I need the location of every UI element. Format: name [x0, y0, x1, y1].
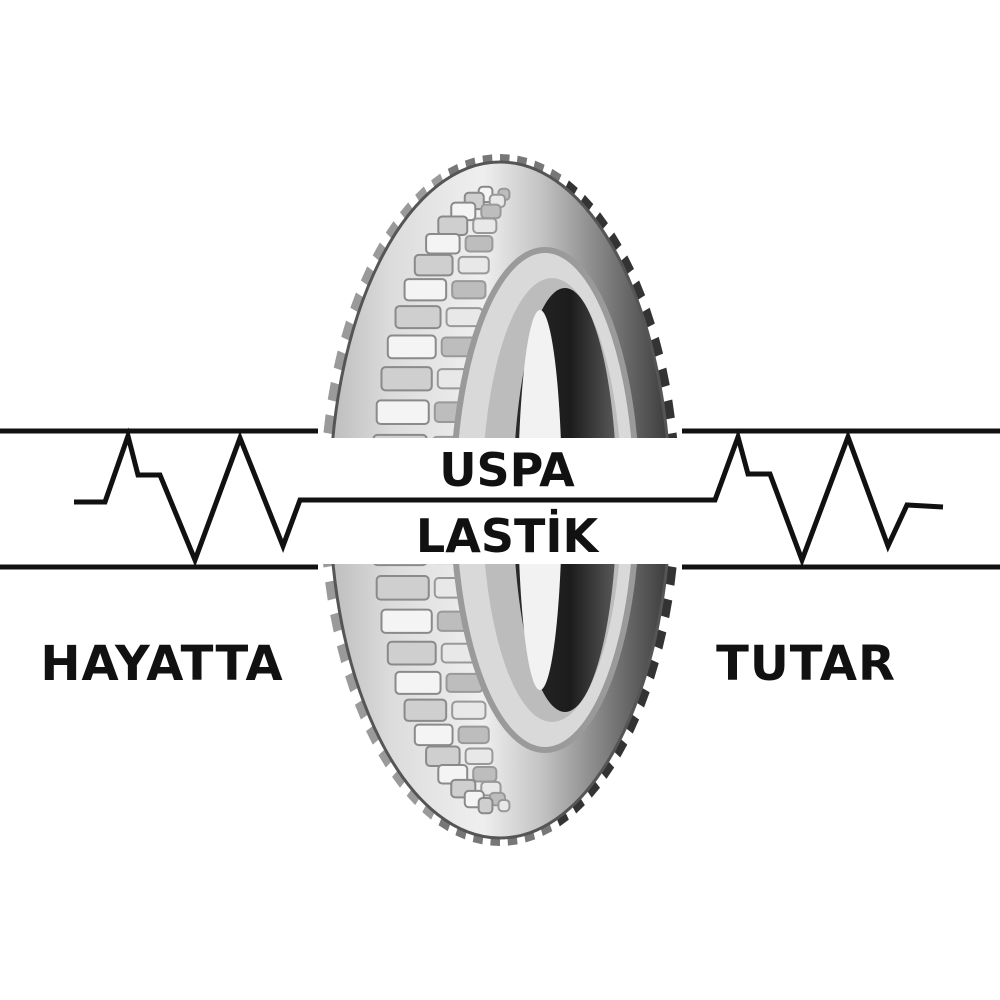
tread-block: [380, 608, 433, 634]
tread-block: [375, 574, 430, 601]
tread-block: [464, 747, 494, 766]
tread-block: [380, 366, 433, 392]
tread-block: [451, 700, 487, 720]
tread-block: [457, 255, 490, 275]
tread-block: [403, 278, 448, 302]
tread-block: [451, 280, 487, 300]
tread-block: [425, 745, 461, 768]
tread-block: [464, 234, 494, 253]
tread-block: [457, 725, 490, 745]
tread-block: [472, 217, 498, 235]
tread-block: [413, 253, 454, 277]
tread-block: [403, 698, 448, 722]
heartbeat-line: [74, 427, 944, 568]
tread-block: [497, 798, 511, 813]
tread-block: [394, 670, 442, 695]
tread-block: [413, 723, 454, 747]
slogan-right: TUTAR: [716, 636, 896, 692]
tread-block: [375, 399, 430, 426]
slogan-left: HAYATTA: [40, 636, 283, 692]
brand-line2: LASTİK: [416, 509, 601, 563]
tread-block: [477, 796, 494, 815]
tread-block: [386, 334, 437, 360]
brand-line1: USPA: [439, 443, 575, 497]
tread-block: [394, 305, 442, 330]
tread-block: [472, 765, 498, 783]
tread-block: [480, 203, 502, 220]
tread-block: [386, 640, 437, 666]
tread-block: [437, 215, 469, 237]
pulse-band: [0, 427, 1000, 570]
tread-block: [425, 232, 461, 255]
